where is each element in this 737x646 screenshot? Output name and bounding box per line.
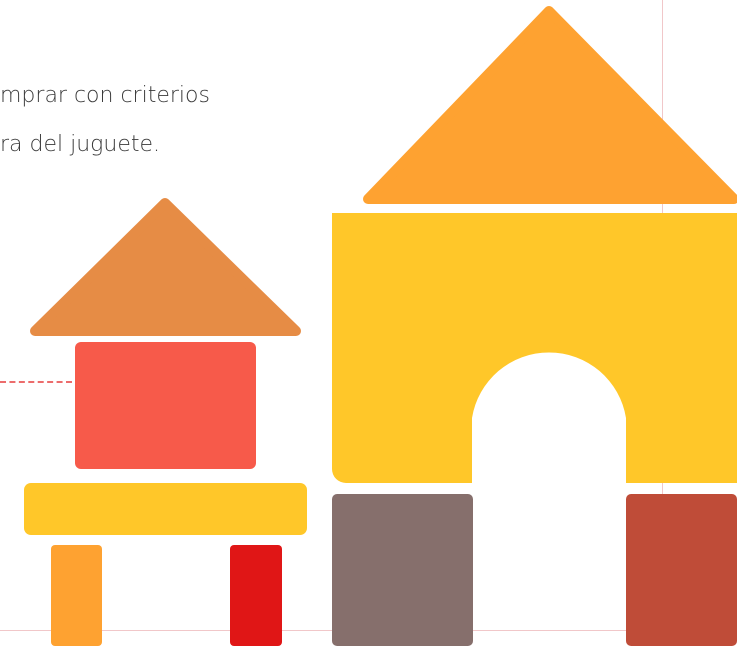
large-brick-block [626,494,737,646]
large-roof-block [363,6,737,204]
caption-line-2: ra del juguete. [0,132,161,157]
small-yellow-plank [24,483,307,535]
large-yellow-arch-block [332,213,737,483]
small-red-block [75,342,256,469]
dashed-connector [0,381,72,383]
caption-line-1: mprar con criterios [0,83,210,108]
small-orange-leg [51,545,102,646]
small-red-leg [230,545,282,646]
large-gray-block [332,494,473,646]
small-roof-block [30,198,301,336]
